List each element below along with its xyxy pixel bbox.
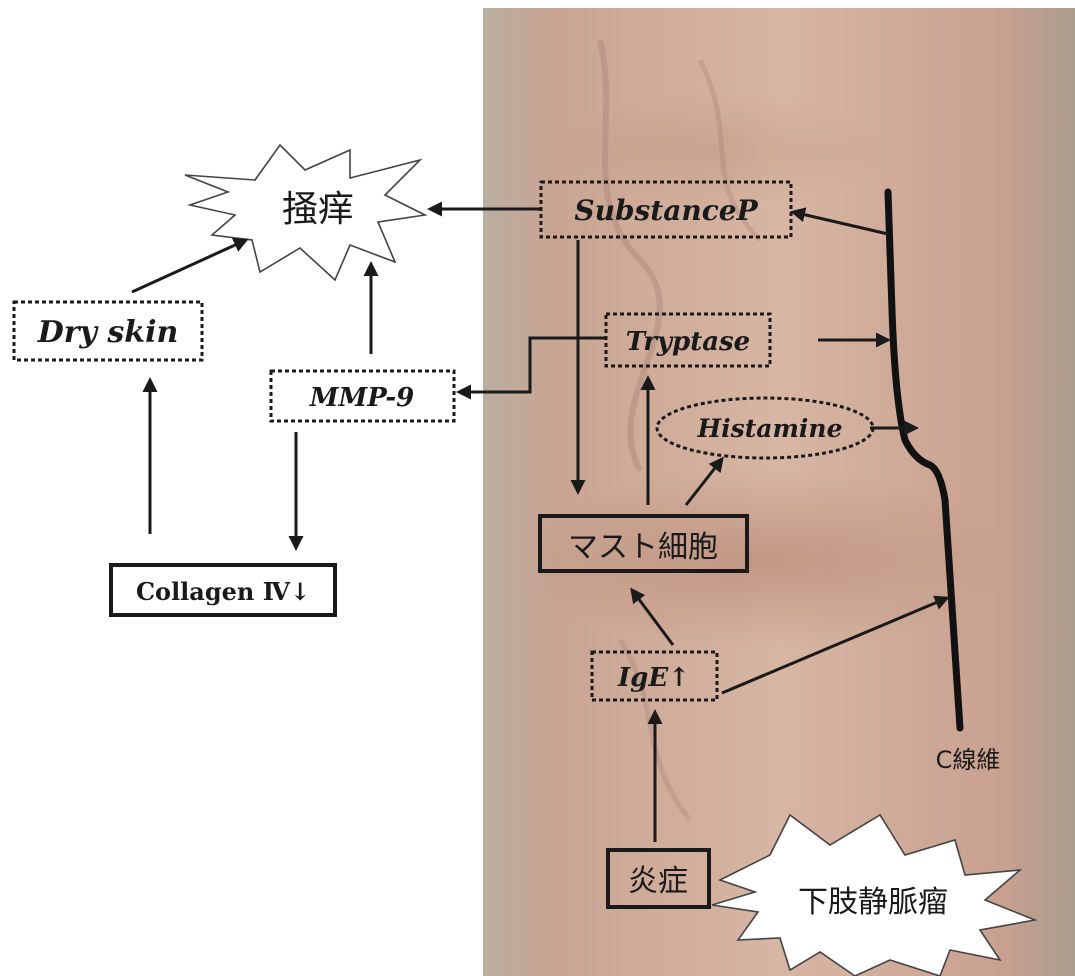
itch-starburst: 掻痒 [185, 145, 425, 280]
dry-skin-label: Dry skin [37, 315, 179, 350]
ige-label: IgE↑ [617, 663, 690, 693]
mmp9-label: MMP-9 [309, 383, 415, 413]
itch-label: 掻痒 [282, 189, 354, 230]
mast-cell-label: マスト細胞 [568, 530, 718, 565]
c-fiber-label: C線維 [936, 746, 1001, 774]
node-dry-skin: Dry skin [14, 302, 202, 360]
collagen-label: Collagen Ⅳ↓ [136, 577, 310, 606]
arrow-dryskin-to-itch [132, 240, 246, 292]
tryptase-label: Tryptase [626, 327, 750, 357]
node-mmp9: MMP-9 [271, 371, 454, 421]
inflammation-label: 炎症 [628, 864, 688, 899]
histamine-label: Histamine [697, 414, 843, 443]
node-collagen: Collagen Ⅳ↓ [111, 565, 335, 615]
substance-p-label: SubstanceP [574, 194, 758, 227]
leg-photo [483, 8, 1075, 976]
varicose-label: 下肢静脈瘤 [798, 885, 948, 920]
